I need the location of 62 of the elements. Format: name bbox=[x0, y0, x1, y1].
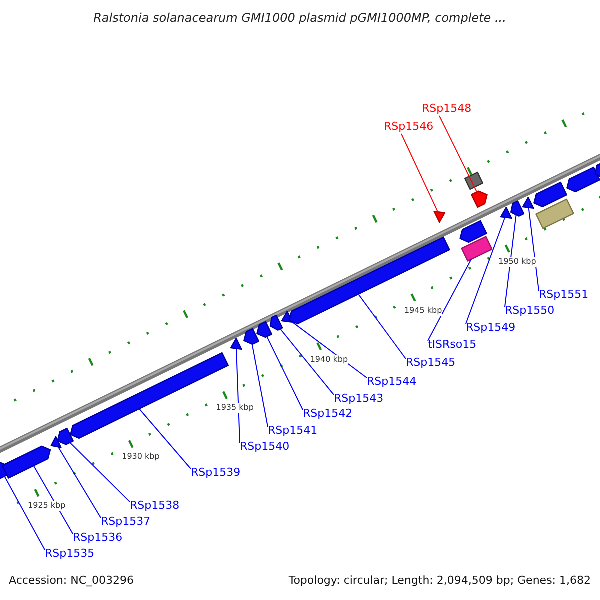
gene-label: RSp1544 bbox=[367, 375, 417, 389]
gene-block bbox=[270, 314, 284, 331]
leader-line bbox=[439, 116, 478, 193]
leader-line bbox=[401, 134, 438, 213]
gene-triangle bbox=[50, 436, 62, 448]
scale-label: 1950 kbp bbox=[498, 256, 536, 267]
gene-block bbox=[244, 328, 260, 346]
gene-label: RSp1535 bbox=[45, 547, 95, 561]
gene-label: RSp1548 bbox=[422, 102, 472, 116]
gene-triangle bbox=[434, 211, 446, 223]
leader-line bbox=[58, 446, 102, 518]
gene-block bbox=[288, 236, 450, 325]
gene-block bbox=[471, 190, 488, 208]
gene-label: RSp1543 bbox=[334, 392, 384, 406]
accession-text: Accession: NC_003296 bbox=[9, 574, 134, 588]
leader-line bbox=[358, 294, 406, 360]
gene-label: RSp1546 bbox=[384, 120, 434, 134]
gene-label: RSp1549 bbox=[466, 321, 516, 335]
leader-line bbox=[528, 207, 540, 292]
gene-triangle bbox=[500, 207, 512, 219]
gene-box bbox=[461, 236, 493, 262]
gene-block bbox=[256, 321, 272, 338]
gene-label: RSp1542 bbox=[303, 407, 353, 421]
leader-line bbox=[280, 328, 334, 396]
gene-block bbox=[510, 200, 525, 217]
gene-box bbox=[536, 198, 574, 230]
gene-label: RSp1541 bbox=[268, 424, 318, 438]
leader-line bbox=[252, 344, 268, 428]
leader-line bbox=[504, 214, 517, 308]
gene-label: RSp1536 bbox=[73, 531, 123, 545]
leader-line bbox=[466, 217, 506, 324]
leader-line bbox=[236, 348, 240, 444]
scale-label: 1945 kbp bbox=[404, 306, 442, 316]
gene-block bbox=[594, 162, 600, 179]
gene-triangle bbox=[522, 197, 534, 209]
gene-block bbox=[2, 446, 52, 479]
leader-line bbox=[138, 408, 192, 470]
scale-label: 1940 kbp bbox=[310, 354, 348, 365]
gene-label: RSp1551 bbox=[539, 288, 589, 302]
gene-label: RSp1538 bbox=[130, 499, 180, 513]
gene-label: RSp1537 bbox=[101, 515, 151, 529]
gene-triangle bbox=[230, 338, 242, 350]
leader-line bbox=[266, 336, 304, 410]
gene-label: RSp1540 bbox=[240, 440, 290, 454]
leader-line bbox=[4, 476, 46, 550]
leader-line bbox=[70, 442, 130, 502]
scale-label: 1935 kbp bbox=[216, 403, 254, 414]
gene-label: tISRso15 bbox=[428, 338, 477, 352]
leader-line bbox=[292, 322, 368, 378]
leader-line bbox=[428, 259, 472, 342]
scale-label: 1930 kbp bbox=[122, 452, 160, 462]
gene-label: RSp1539 bbox=[191, 466, 241, 480]
leader-line bbox=[33, 465, 74, 534]
gene-label: RSp1550 bbox=[505, 304, 555, 318]
gene-box bbox=[464, 172, 484, 190]
gene-block bbox=[566, 166, 600, 192]
gene-block bbox=[534, 182, 568, 208]
gene-block bbox=[460, 220, 488, 243]
summary-text: Topology: circular; Length: 2,094,509 bp; Genes: 1,682 bbox=[288, 574, 591, 588]
scale-label: 1925 kbp bbox=[28, 501, 66, 512]
gene-label: RSp1545 bbox=[406, 356, 456, 370]
title: Ralstonia solanacearum GMI1000 plasmid pGMI1000MP, complete ... bbox=[92, 11, 508, 25]
